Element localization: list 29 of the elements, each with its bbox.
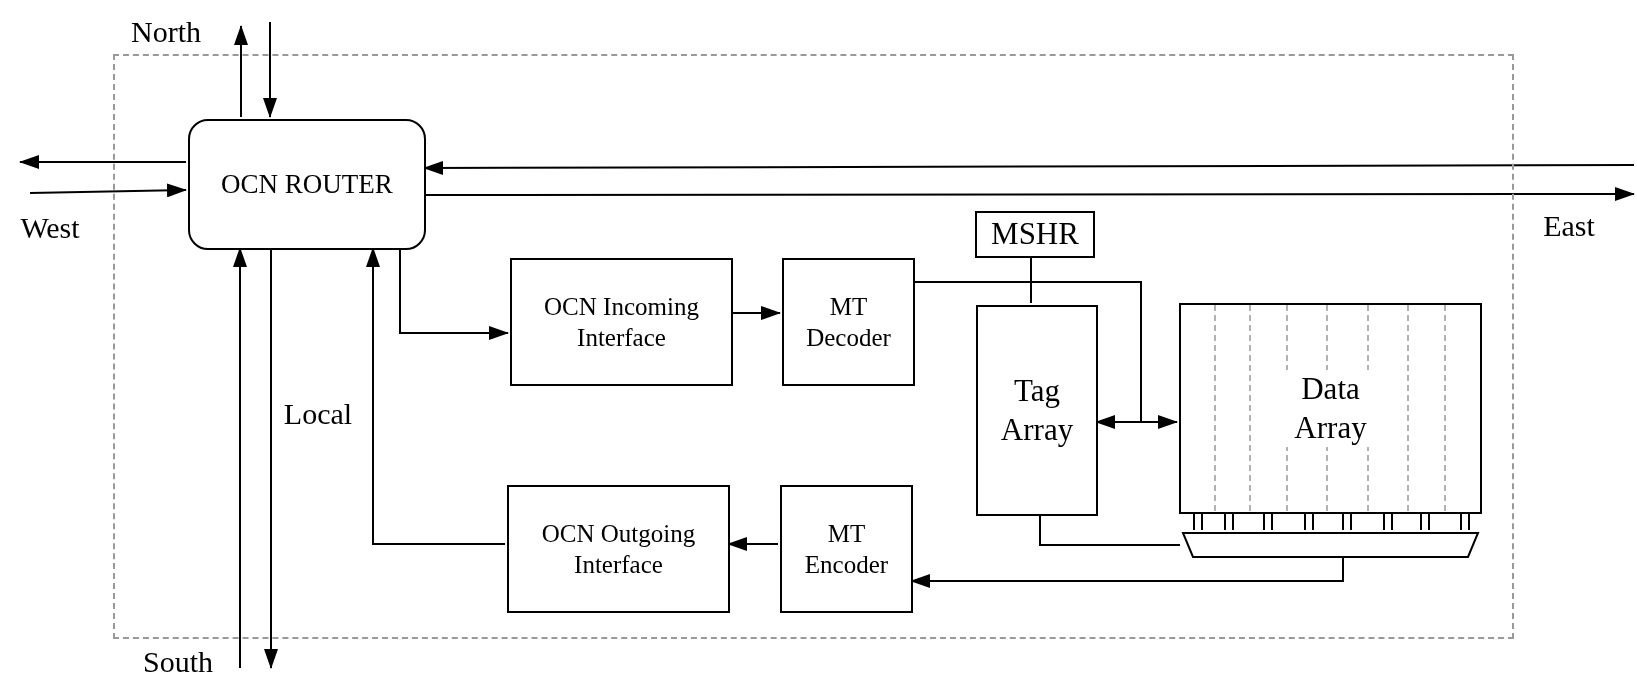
- boundary-box: [113, 54, 1514, 639]
- block-box: [782, 258, 915, 386]
- port-label: South: [143, 644, 213, 678]
- router-box: [188, 119, 426, 250]
- block-label: MT Encoder: [804, 518, 889, 580]
- arrow: [19, 155, 187, 169]
- block-box: [507, 485, 730, 613]
- block-label: MSHR: [991, 215, 1079, 254]
- arrow: [366, 247, 506, 545]
- block-box: [510, 258, 733, 386]
- block-box: [780, 485, 913, 613]
- block-label: OCN Outgoing Interface: [540, 518, 697, 580]
- port-label: West: [20, 210, 80, 244]
- arrow: [29, 183, 187, 198]
- block-label: Tag Array: [999, 371, 1075, 449]
- block-label: OCN ROUTER: [221, 167, 393, 201]
- block-label: OCN Incoming Interface: [543, 291, 700, 353]
- arrow: [233, 247, 247, 669]
- tag-array-box: [976, 305, 1098, 516]
- port-label: Local: [283, 396, 353, 430]
- block-label: MT Decoder: [806, 291, 891, 353]
- arrow: [263, 21, 277, 118]
- arrow: [399, 247, 509, 340]
- arrow: [264, 247, 278, 669]
- port-label: East: [1543, 208, 1595, 242]
- arrow: [234, 25, 248, 118]
- data-array-box: [1179, 303, 1482, 514]
- port-label: North: [131, 14, 201, 48]
- mshr-box: [975, 211, 1095, 258]
